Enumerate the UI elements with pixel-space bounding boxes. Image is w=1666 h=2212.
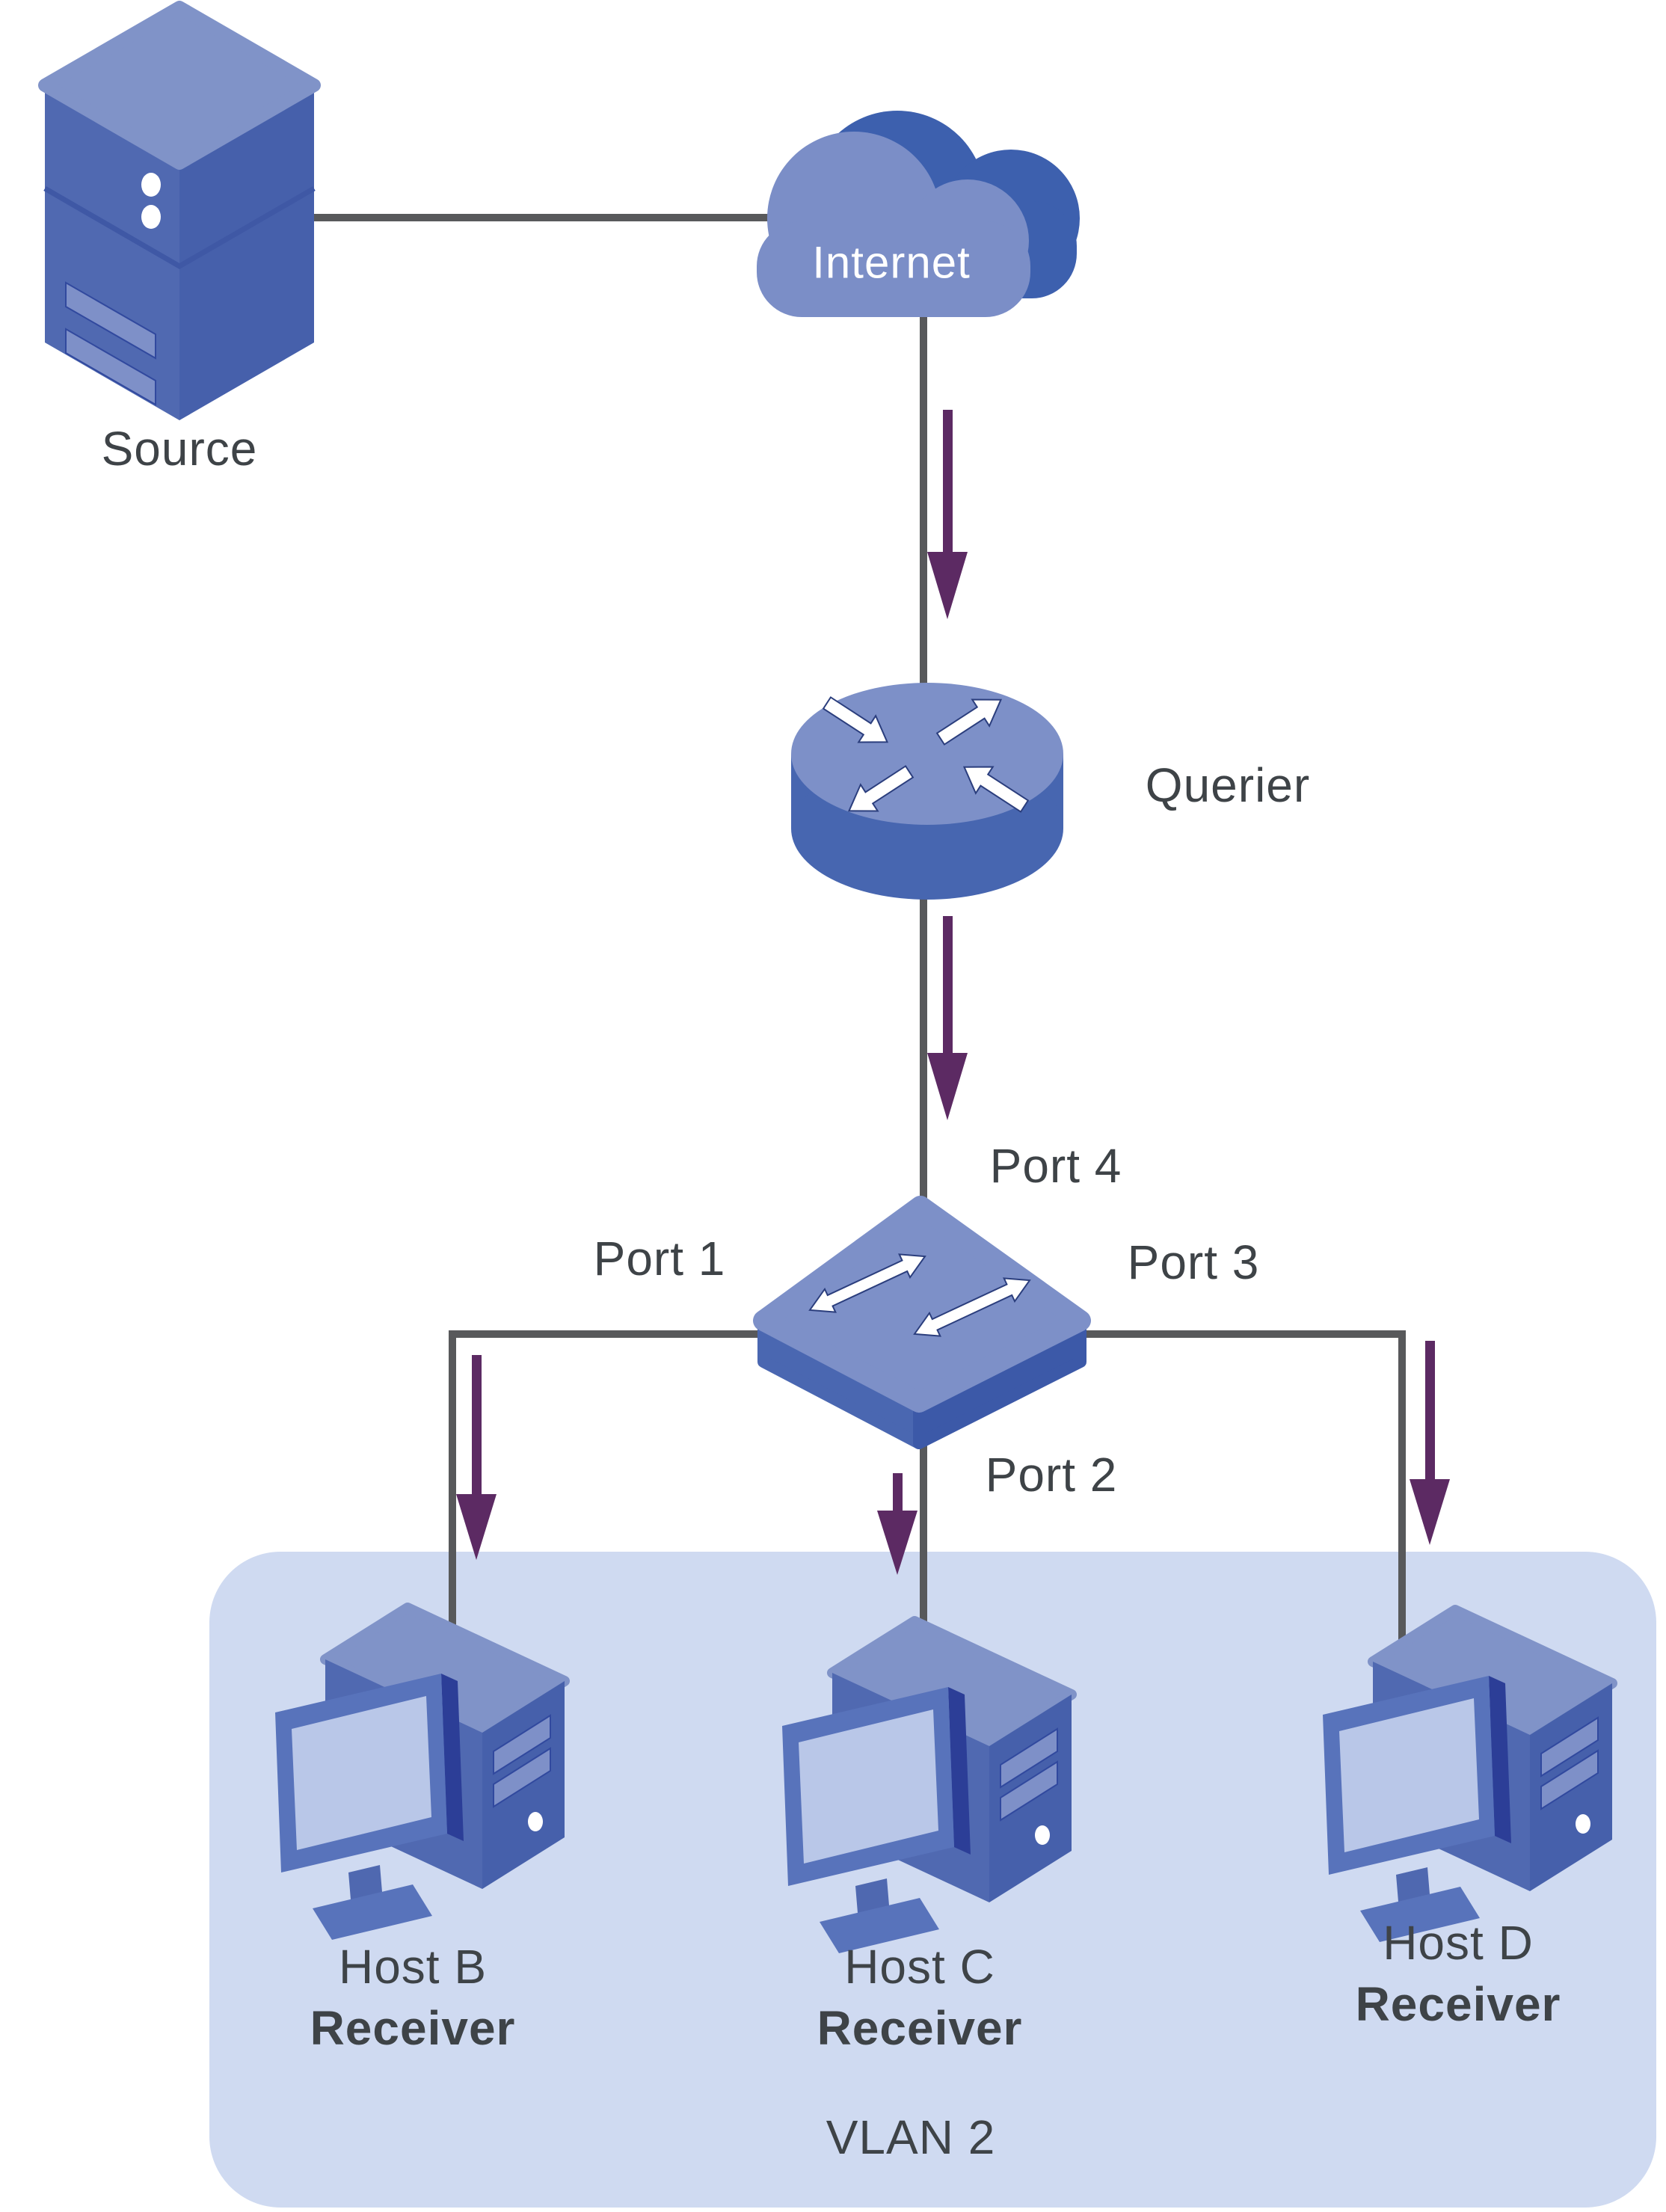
flow-arrow-port2-hostc (877, 1473, 917, 1575)
host-c-role-label: Receiver (817, 2001, 1023, 2055)
server-led (141, 173, 161, 197)
flow-arrow-querier-switch (927, 916, 968, 1120)
querier-router-icon (791, 683, 1063, 900)
vlan2-label: VLAN 2 (826, 2110, 996, 2164)
internet-cloud-icon (757, 111, 1080, 317)
server-right-face (179, 85, 314, 420)
source-server-icon (38, 1, 321, 420)
flow-arrow-port1-hostb (456, 1355, 497, 1560)
vlan2-region (209, 1552, 1656, 2208)
server-top-face (38, 1, 321, 170)
multicast-flow-arrows (456, 410, 1450, 1575)
server-drive-bay (65, 281, 156, 360)
link-switch-port3-hostd (1083, 1330, 1406, 1649)
port1-label: Port 1 (593, 1232, 726, 1285)
flow-arrow-internet-querier (927, 410, 968, 619)
connection-lines (314, 214, 1406, 1649)
port2-label: Port 2 (985, 1448, 1118, 1502)
internet-label: Internet (812, 237, 971, 288)
querier-label: Querier (1145, 758, 1311, 812)
port4-label: Port 4 (989, 1139, 1122, 1193)
host-b-role-label: Receiver (310, 2001, 516, 2055)
server-seam (43, 185, 316, 270)
server-drive-bay (65, 328, 156, 406)
server-led (141, 205, 161, 229)
port3-label: Port 3 (1127, 1235, 1260, 1289)
cloud-front-layer (757, 132, 1030, 317)
flow-arrow-port3-hostd (1410, 1341, 1450, 1545)
switch-icon (753, 1196, 1091, 1449)
source-label: Source (101, 422, 258, 476)
host-c-label: Host C (844, 1940, 995, 1994)
link-switch-port1-hostb (449, 1330, 772, 1639)
host-d-role-label: Receiver (1355, 1977, 1561, 2031)
host-b-label: Host B (338, 1940, 488, 1994)
host-d-label: Host D (1383, 1916, 1534, 1970)
